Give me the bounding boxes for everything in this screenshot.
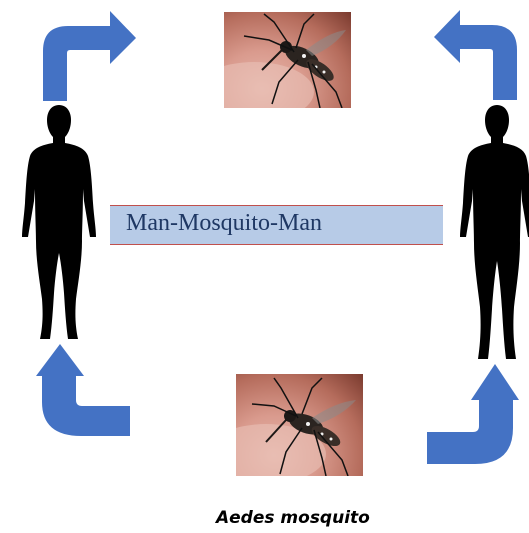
arrow-top-right <box>432 5 522 105</box>
center-label-banner: Man-Mosquito-Man <box>110 205 443 245</box>
arrow-bottom-left <box>36 342 132 440</box>
person-silhouette-right <box>452 103 529 365</box>
person-silhouette-left <box>14 103 104 345</box>
center-label: Man-Mosquito-Man <box>126 210 322 237</box>
mosquito-photo-top <box>224 12 351 108</box>
bottom-caption: Aedes mosquito <box>216 508 370 528</box>
arrow-bottom-right <box>425 360 521 466</box>
mosquito-photo-bottom <box>236 374 363 476</box>
arrow-top-left <box>38 6 138 106</box>
